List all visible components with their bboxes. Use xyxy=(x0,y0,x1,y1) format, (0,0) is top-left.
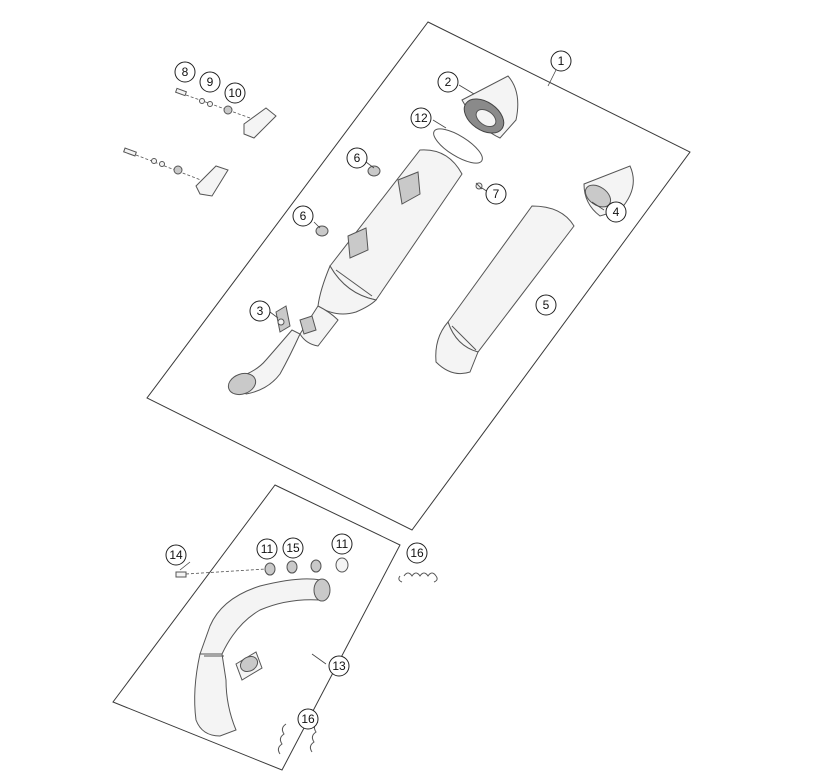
mounting-bolt-part xyxy=(174,87,277,139)
callout-8-label: 8 xyxy=(182,65,189,79)
callout-4-label: 4 xyxy=(613,205,620,219)
callout-8: 8 xyxy=(174,61,196,83)
callout-14: 14 xyxy=(165,544,187,566)
callout-7: 7 xyxy=(485,183,507,205)
callout-12-label: 12 xyxy=(414,111,428,125)
callout-15-label: 15 xyxy=(286,541,300,555)
callout-10-label: 10 xyxy=(228,86,242,100)
callout-12: 12 xyxy=(410,107,432,129)
callout-6-upper: 6 xyxy=(346,147,368,169)
callout-10: 10 xyxy=(224,82,246,104)
spring-part-lower-left xyxy=(277,723,287,755)
o-ring-part xyxy=(433,128,483,164)
callout-9-label: 9 xyxy=(207,75,214,89)
callout-11-left-label: 11 xyxy=(261,542,274,556)
silencer-assembly-panel xyxy=(146,21,691,531)
callout-6-upper-label: 6 xyxy=(354,151,361,165)
callout-6-lower: 6 xyxy=(292,205,314,227)
callout-16-lower: 16 xyxy=(297,708,319,730)
end-cap-part xyxy=(461,75,519,139)
callout-5: 5 xyxy=(535,294,557,316)
callout-3: 3 xyxy=(249,300,271,322)
callout-2-label: 2 xyxy=(445,75,452,89)
spring-part xyxy=(398,572,438,583)
callout-2: 2 xyxy=(437,71,459,93)
callout-11-left: 11 xyxy=(256,538,278,560)
callout-16-upper-label: 16 xyxy=(410,546,424,560)
callout-13: 13 xyxy=(328,655,350,677)
callout-6-lower-label: 6 xyxy=(300,209,307,223)
silencer-body-part xyxy=(227,149,463,396)
small-screw-part xyxy=(475,182,483,190)
callout-4: 4 xyxy=(605,201,627,223)
mounting-bolt-part-lower xyxy=(123,147,229,197)
header-pipe-part xyxy=(194,578,331,737)
callout-9: 9 xyxy=(199,71,221,93)
header-pipe-assembly-panel xyxy=(112,484,401,771)
grommet-part xyxy=(315,165,381,237)
clamp-part xyxy=(275,305,291,333)
callout-15: 15 xyxy=(282,537,304,559)
callout-16-upper: 16 xyxy=(406,542,428,564)
callout-11-right-label: 11 xyxy=(336,537,349,551)
callout-3-label: 3 xyxy=(257,304,264,318)
callout-16-lower-label: 16 xyxy=(301,712,315,726)
callout-14-label: 14 xyxy=(169,548,183,562)
callout-7-label: 7 xyxy=(493,187,500,201)
callout-13-label: 13 xyxy=(332,659,346,673)
callout-11-right: 11 xyxy=(331,533,353,555)
silencer-sleeve-part xyxy=(435,205,575,375)
callout-1-label: 1 xyxy=(558,54,565,68)
header-bolt-part xyxy=(175,557,349,578)
callout-5-label: 5 xyxy=(543,298,550,312)
callout-1: 1 xyxy=(550,50,572,72)
